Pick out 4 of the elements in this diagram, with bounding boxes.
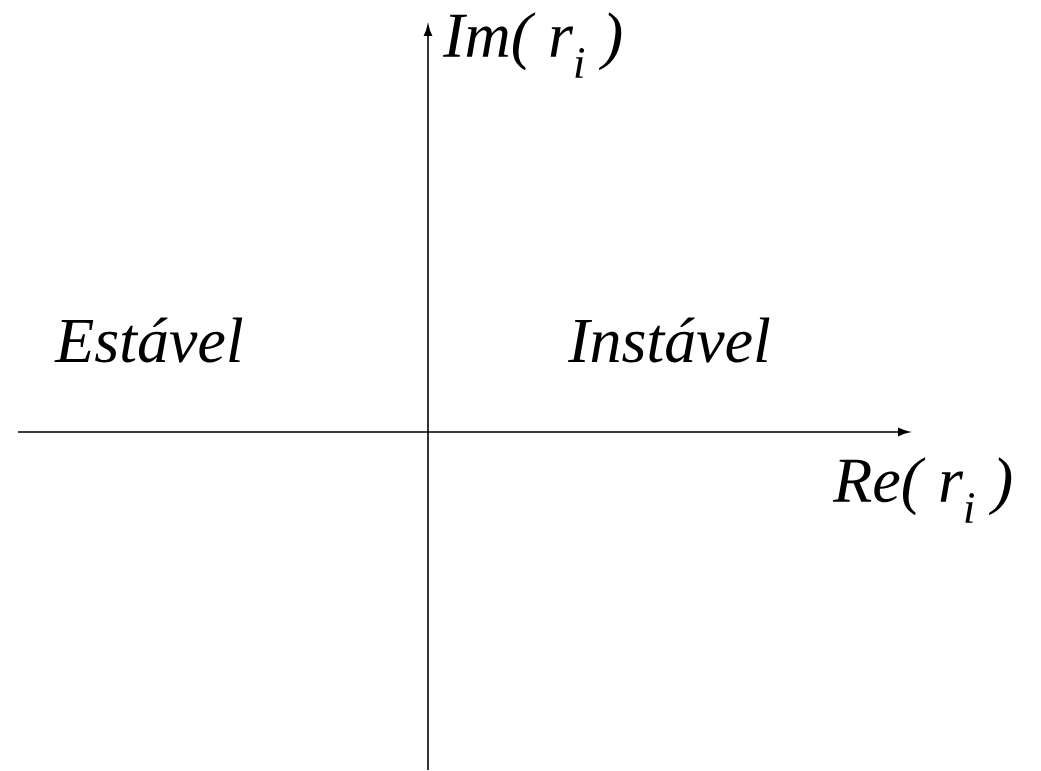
axis-label: Im( r$_{i}$ ) <box>442 12 622 78</box>
region-label: Estável <box>54 317 243 363</box>
axis-label: Re( r$_{i}$ ) <box>832 457 1012 523</box>
region-label: Instável <box>567 317 770 363</box>
